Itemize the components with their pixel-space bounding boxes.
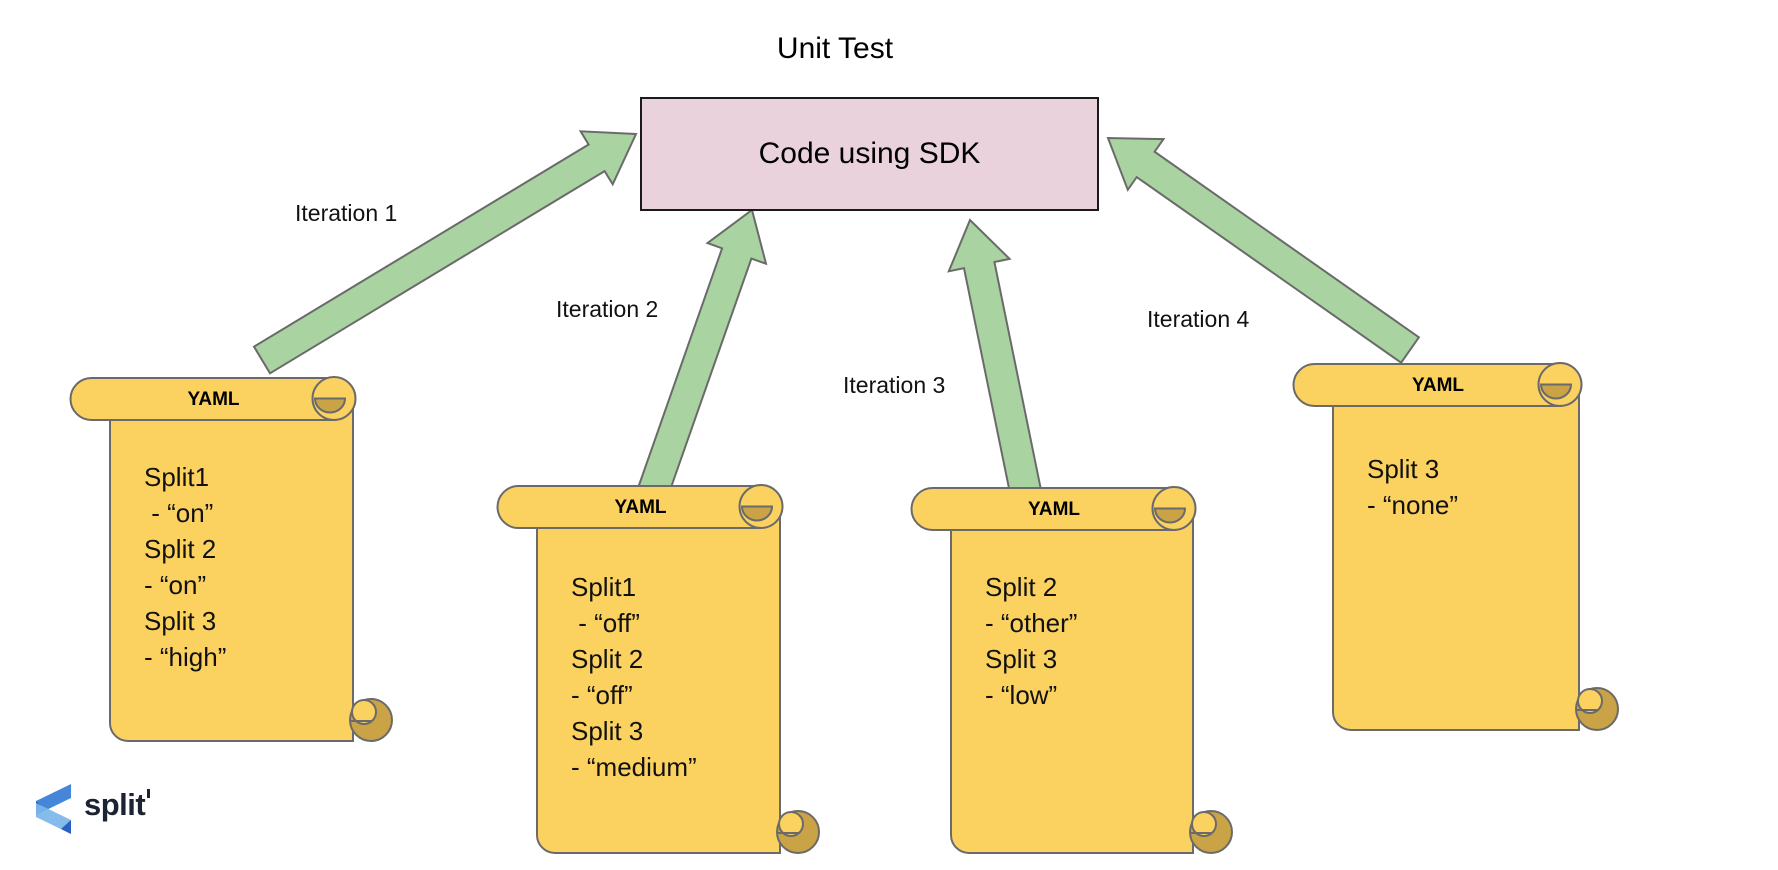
scroll-text-line: Split 3 bbox=[985, 644, 1058, 674]
scroll-shape bbox=[69, 376, 393, 742]
scroll-text-line: - “on” bbox=[144, 498, 214, 528]
code-using-sdk-box: Code using SDK bbox=[640, 97, 1099, 211]
scroll-text-line: - “medium” bbox=[571, 752, 697, 782]
scroll-text: Split 2 - “other” Split 3 - “low” bbox=[985, 569, 1077, 713]
scroll-text-line: Split 3 bbox=[144, 606, 217, 636]
split-logo-tick bbox=[147, 789, 151, 798]
scroll-text-line: - “none” bbox=[1367, 490, 1459, 520]
yaml-scroll-title: YAML bbox=[1027, 499, 1081, 520]
scroll-text: Split 3 - “none” bbox=[1367, 451, 1458, 523]
scroll-text: Split1 - “off” Split 2 - “off” Split 3 - “me… bbox=[571, 569, 697, 785]
iteration-label-3: Iteration 3 bbox=[843, 372, 946, 398]
iteration-arrow-1 bbox=[252, 130, 638, 375]
split-logo-wordmark: split bbox=[84, 787, 146, 822]
scroll-shape bbox=[910, 486, 1233, 854]
scroll-text-line: Split 2 bbox=[985, 572, 1058, 602]
iteration-label-1: Iteration 1 bbox=[295, 200, 398, 226]
iteration-arrow-2 bbox=[637, 208, 768, 499]
split-logo: split bbox=[33, 783, 151, 835]
scroll-text-line: - “high” bbox=[144, 642, 227, 672]
yaml-scroll-title: YAML bbox=[614, 497, 667, 518]
scroll-text-line: - “on” bbox=[144, 570, 207, 600]
code-using-sdk-label: Code using SDK bbox=[758, 137, 981, 170]
scroll-text-line: - “other” bbox=[985, 608, 1078, 638]
scroll-text-line: - “off” bbox=[571, 680, 633, 710]
iteration-arrow-3 bbox=[947, 218, 1043, 499]
scroll-shape bbox=[496, 484, 820, 854]
yaml-scroll-title: YAML bbox=[1411, 375, 1465, 396]
scroll-text: Split1 - “on” Split 2 - “on” Split 3 - “high… bbox=[144, 459, 226, 675]
yaml-scroll-4: YAML Split 3 - “none” bbox=[1292, 362, 1619, 732]
scroll-text-line: - “off” bbox=[571, 608, 640, 638]
scroll-text-line: Split 3 bbox=[571, 716, 644, 746]
scroll-shape bbox=[1292, 362, 1619, 731]
yaml-scroll-2: YAML Split1 - “off” Split 2 - “off” Split 3 -… bbox=[496, 484, 820, 855]
yaml-scroll-3: YAML Split 2 - “other” Split 3 - “low” bbox=[910, 486, 1233, 855]
scroll-text-line: Split1 bbox=[144, 462, 210, 492]
yaml-scroll-title: YAML bbox=[187, 389, 240, 410]
scroll-text-line: Split 3 bbox=[1367, 454, 1440, 484]
scroll-text-line: - “low” bbox=[985, 680, 1058, 710]
split-logo-icon bbox=[36, 784, 71, 834]
scroll-text-line: Split1 bbox=[571, 572, 637, 602]
scroll-text-line: Split 2 bbox=[144, 534, 217, 564]
iteration-label-4: Iteration 4 bbox=[1147, 306, 1250, 332]
diagram-title: Unit Test bbox=[776, 32, 894, 65]
yaml-scroll-1: YAML Split1 - “on” Split 2 - “on” Split 3 - “… bbox=[69, 376, 393, 743]
iteration-label-2: Iteration 2 bbox=[556, 296, 659, 322]
iteration-arrow-4 bbox=[1106, 136, 1421, 365]
scroll-text-line: Split 2 bbox=[571, 644, 644, 674]
